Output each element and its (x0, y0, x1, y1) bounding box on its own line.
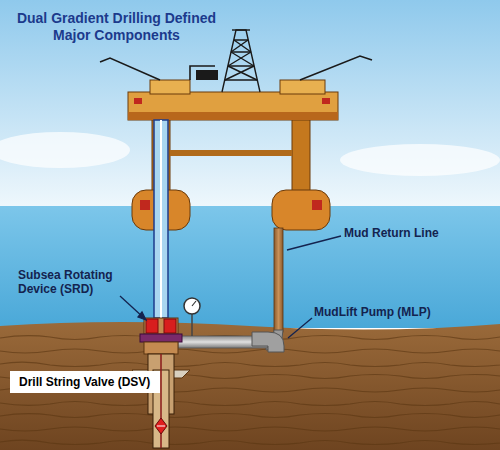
seabed-strata (0, 349, 500, 353)
seabed-strata (0, 414, 500, 418)
seabed-strata (0, 440, 500, 444)
diagram-title: Dual Gradient Drilling Defined Major Com… (14, 10, 219, 44)
seabed-strata (0, 402, 500, 406)
box-text: Drill String Valve (DSV) (19, 375, 151, 389)
label-box: Drill String Valve (DSV) (10, 371, 160, 393)
seabed-strata (0, 427, 500, 431)
callout-label: Subsea Rotating Device (SRD) (18, 268, 124, 296)
callout-label: MudLift Pump (MLP) (314, 305, 431, 319)
callout-label: Mud Return Line (344, 226, 439, 240)
seabed-strata (0, 362, 500, 366)
